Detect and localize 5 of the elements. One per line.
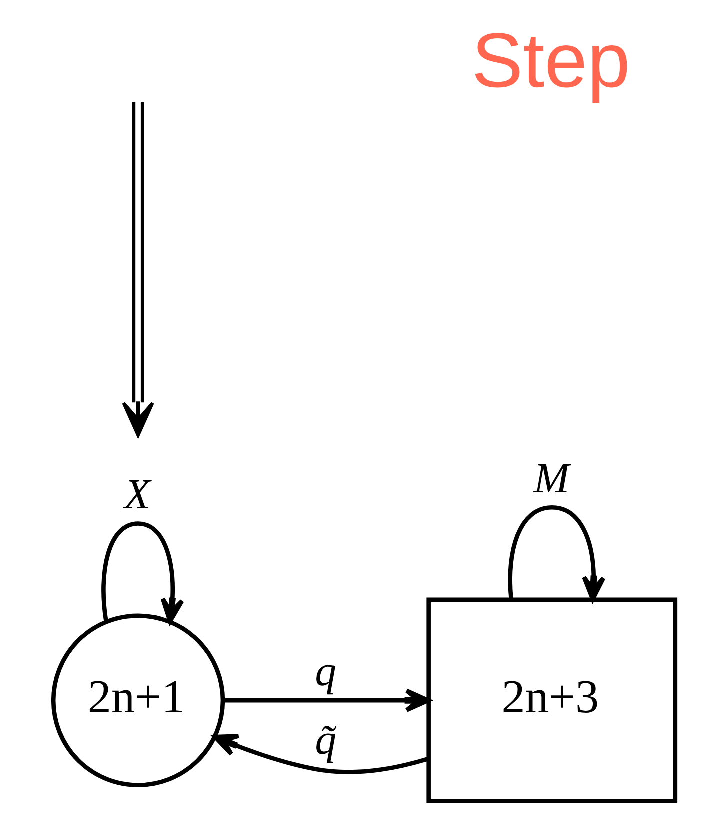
edge-label: X (124, 472, 150, 519)
edge-label: q̃ (314, 717, 336, 764)
edge-label: q (314, 648, 336, 696)
label: Step (471, 18, 630, 104)
edge-label: M (533, 456, 570, 503)
